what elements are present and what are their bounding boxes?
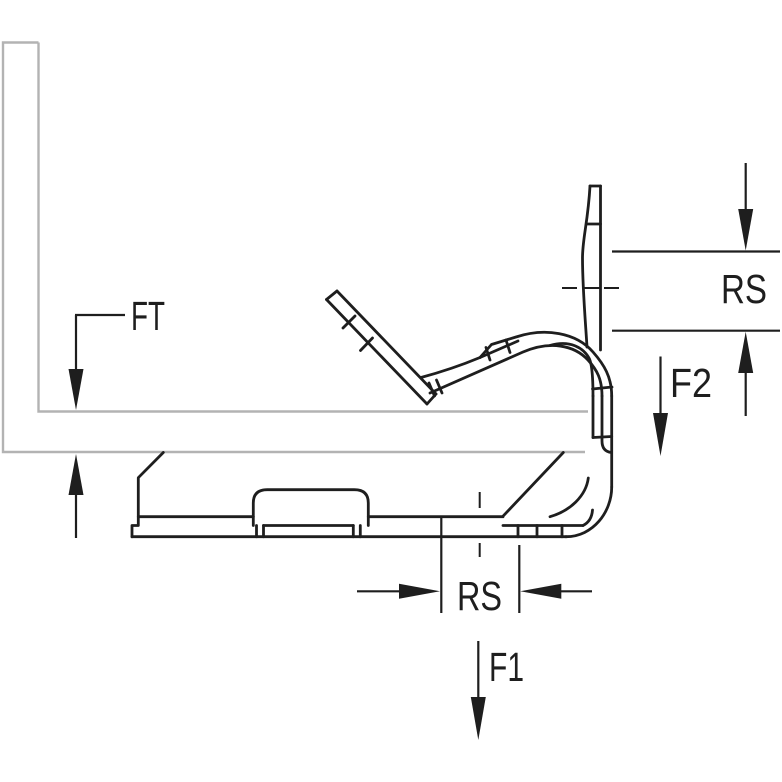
wall-bend-tick-lower [591, 435, 614, 439]
rs-right-up-arrowhead [738, 331, 754, 373]
arm-inner-contour [548, 342, 595, 398]
jaw-diagonal-outer [501, 451, 565, 518]
rs-bottom-left-pointing-arrowhead [520, 583, 562, 599]
tongue-edge-lower [325, 298, 429, 406]
clip-body [130, 184, 614, 539]
rs-bottom-right-pointing-arrowhead [399, 583, 440, 599]
dimension-labels: FT RS F2 RS F1 [131, 266, 767, 690]
tongue-end-cap-top [325, 289, 339, 301]
flange-inner-edge [37, 42, 588, 413]
arm-edge-lower [428, 344, 604, 398]
base-bump-outline [251, 488, 370, 527]
arm-bend-tick-1 [427, 381, 436, 398]
wall-line-middle [600, 394, 613, 454]
arm-bend-tick-2 [435, 378, 444, 395]
dimension-lines [74, 163, 780, 698]
arm-edge-upper [419, 356, 482, 379]
base-left-end [130, 451, 165, 539]
arm-bend-tick-4 [504, 338, 512, 354]
arrowheads [68, 209, 754, 740]
tongue-edge-upper [335, 289, 438, 396]
arm-edge-under-hump [478, 339, 520, 359]
beam-flange [1, 41, 588, 454]
ft-down-arrowhead [68, 369, 84, 410]
arm-bend-tick-3 [484, 346, 492, 362]
tongue-bend-tick-1 [341, 314, 357, 330]
label-ft: FT [131, 293, 165, 339]
bottom-outer-curve [564, 485, 614, 539]
label-rs-bottom: RS [457, 573, 502, 619]
f1-down-arrowhead [470, 697, 486, 740]
ft-up-arrowhead [68, 454, 84, 495]
label-f2: F2 [670, 360, 712, 406]
prong-edge-left [581, 184, 592, 349]
f2-down-arrowhead [653, 413, 668, 456]
tongue-bend-tick-2 [359, 336, 374, 352]
ft-leader-line [74, 313, 125, 370]
label-rs-right: RS [721, 266, 767, 312]
label-f1: F1 [489, 644, 524, 690]
jaw-diagonal-inner [548, 476, 590, 519]
rs-right-down-arrowhead [738, 209, 754, 251]
base-substrip-end-curve [581, 508, 594, 527]
wall-bend-tick-upper [591, 385, 614, 391]
flange-outer-edge [1, 41, 585, 454]
